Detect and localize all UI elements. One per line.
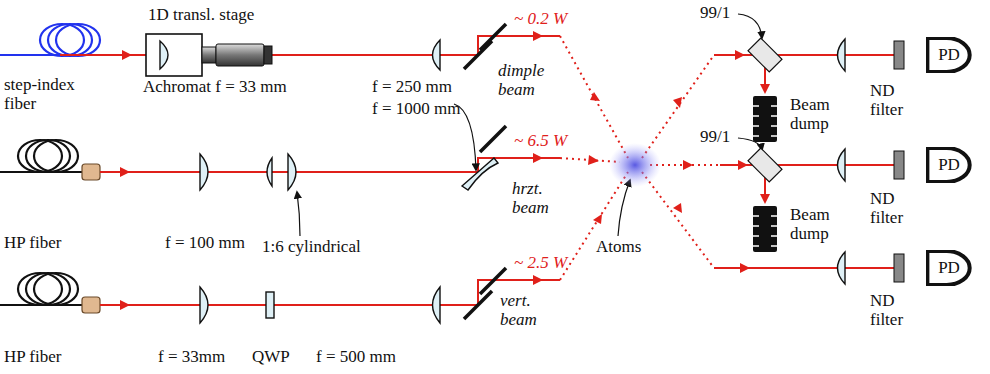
beam-dump-label: Beam dump xyxy=(790,96,840,133)
power-label: ~ 6.5 W xyxy=(514,132,567,151)
lens-label: Achromat f = 33 mm xyxy=(143,78,287,97)
curved-mirror xyxy=(462,158,498,190)
filter-label: ND filter xyxy=(870,292,920,329)
mirror-label: f = 1000 mm xyxy=(372,100,460,119)
leader-line xyxy=(297,14,762,236)
lens-label: f = 250 mm xyxy=(372,78,452,97)
beam-dump xyxy=(753,96,777,252)
photodiode-label: PD xyxy=(938,259,960,278)
lens-label: f = 33mm xyxy=(158,348,225,367)
beam-name: dimple beam xyxy=(498,62,560,99)
fiber-label: HP fiber xyxy=(4,234,61,253)
photodiode: PD xyxy=(926,147,972,183)
lens-label: f = 500 mm xyxy=(316,348,396,367)
filter-label: ND filter xyxy=(870,82,920,119)
laser-beam xyxy=(60,36,560,305)
power-label: ~ 2.5 W xyxy=(514,254,567,273)
filter-label: ND filter xyxy=(870,190,920,227)
splitter-ratio: 99/1 xyxy=(700,128,730,147)
beam-name: vert. beam xyxy=(500,292,560,329)
beam-splitter xyxy=(748,38,782,182)
lens-label: 1:6 cylindrical xyxy=(262,238,361,257)
fiber-coil xyxy=(0,24,100,56)
beam-dump-fins xyxy=(753,106,777,246)
waveplate xyxy=(266,292,274,318)
fiber-connector xyxy=(82,164,100,313)
beam-dotted xyxy=(560,36,720,280)
photodiode: PD xyxy=(926,250,972,286)
laser-beam xyxy=(714,55,895,268)
waveplate-label: QWP xyxy=(252,348,290,367)
stage-label: 1D transl. stage xyxy=(148,6,254,25)
fiber-label: step-index fiber xyxy=(4,76,94,113)
beam-name: hrzt. beam xyxy=(512,180,572,217)
translation-stage xyxy=(146,34,272,76)
beam-dump-label: Beam dump xyxy=(790,206,840,243)
power-label: ~ 0.2 W xyxy=(514,10,567,29)
photodiode-label: PD xyxy=(938,46,960,65)
atoms-label: Atoms xyxy=(596,238,641,257)
nd-filter xyxy=(894,41,904,282)
splitter-ratio: 99/1 xyxy=(700,4,730,23)
photodiode: PD xyxy=(926,37,972,73)
lens-label: f = 100 mm xyxy=(165,234,245,253)
fiber-label: HP fiber xyxy=(4,348,61,367)
photodiode-label: PD xyxy=(938,156,960,175)
fiber-coil xyxy=(0,140,82,305)
beam-arrowheads xyxy=(120,31,770,310)
atom-cloud xyxy=(609,143,661,187)
